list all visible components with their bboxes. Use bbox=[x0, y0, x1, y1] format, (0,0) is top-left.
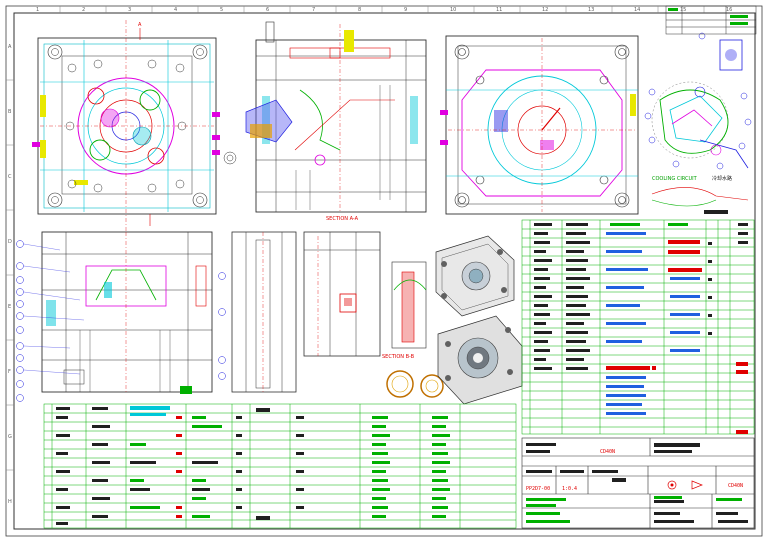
parts-list-table bbox=[43, 403, 517, 529]
svg-text:D: D bbox=[8, 239, 12, 245]
cooling-circuit-title: COOLING CIRCUIT bbox=[652, 176, 698, 182]
isometric-renderings bbox=[435, 235, 523, 405]
svg-text:3: 3 bbox=[128, 7, 131, 13]
svg-text:4: 4 bbox=[174, 7, 177, 13]
outer-frame bbox=[5, 5, 763, 537]
bill-of-materials-table bbox=[521, 219, 755, 435]
svg-text:H: H bbox=[8, 499, 12, 505]
svg-text:11: 11 bbox=[496, 7, 502, 13]
parts-list-marks bbox=[56, 406, 450, 525]
svg-text:6: 6 bbox=[266, 7, 269, 13]
svg-text:8: 8 bbox=[358, 7, 361, 13]
title-block bbox=[521, 437, 755, 529]
cooling-circuit-title-cjk: 冷却水路 bbox=[712, 175, 732, 182]
svg-text:7: 7 bbox=[312, 7, 315, 13]
title-drawing-number: PP2D7-00 bbox=[526, 486, 550, 492]
inner-frame bbox=[13, 12, 756, 530]
svg-text:10: 10 bbox=[450, 7, 456, 13]
svg-text:16: 16 bbox=[726, 7, 732, 13]
section-aa-view bbox=[223, 21, 427, 213]
plan-view-left bbox=[32, 20, 220, 232]
revision-block bbox=[665, 5, 757, 35]
svg-text:2: 2 bbox=[82, 7, 85, 13]
svg-text:13: 13 bbox=[588, 7, 594, 13]
svg-text:A: A bbox=[8, 44, 12, 50]
svg-text:15: 15 bbox=[680, 7, 686, 13]
section-mark-a: A bbox=[138, 22, 142, 28]
svg-text:E: E bbox=[8, 304, 11, 310]
vertical-sections bbox=[231, 231, 381, 393]
svg-text:F: F bbox=[8, 369, 11, 375]
side-section-view bbox=[16, 231, 226, 402]
svg-text:5: 5 bbox=[220, 7, 223, 13]
svg-text:9: 9 bbox=[404, 7, 407, 13]
svg-text:C: C bbox=[8, 174, 12, 180]
grid-ticks bbox=[6, 6, 705, 471]
plan-view-right bbox=[440, 35, 639, 215]
title-block-marks bbox=[526, 443, 748, 523]
svg-text:12: 12 bbox=[542, 7, 548, 13]
bom-cell-marks bbox=[534, 223, 748, 434]
cooling-circuit-view bbox=[644, 32, 752, 214]
title-part-number: CD40N bbox=[600, 449, 615, 455]
title-scale: 1:0.4 bbox=[562, 486, 577, 492]
section-bb-caption: SECTION B-B bbox=[382, 354, 415, 360]
svg-text:G: G bbox=[8, 434, 12, 440]
section-bb-view bbox=[386, 261, 444, 398]
svg-text:1: 1 bbox=[36, 7, 39, 13]
svg-text:14: 14 bbox=[634, 7, 640, 13]
section-aa-caption: SECTION A-A bbox=[326, 216, 359, 222]
title-part-number-2: CD40N bbox=[728, 483, 743, 489]
svg-text:B: B bbox=[8, 109, 12, 115]
